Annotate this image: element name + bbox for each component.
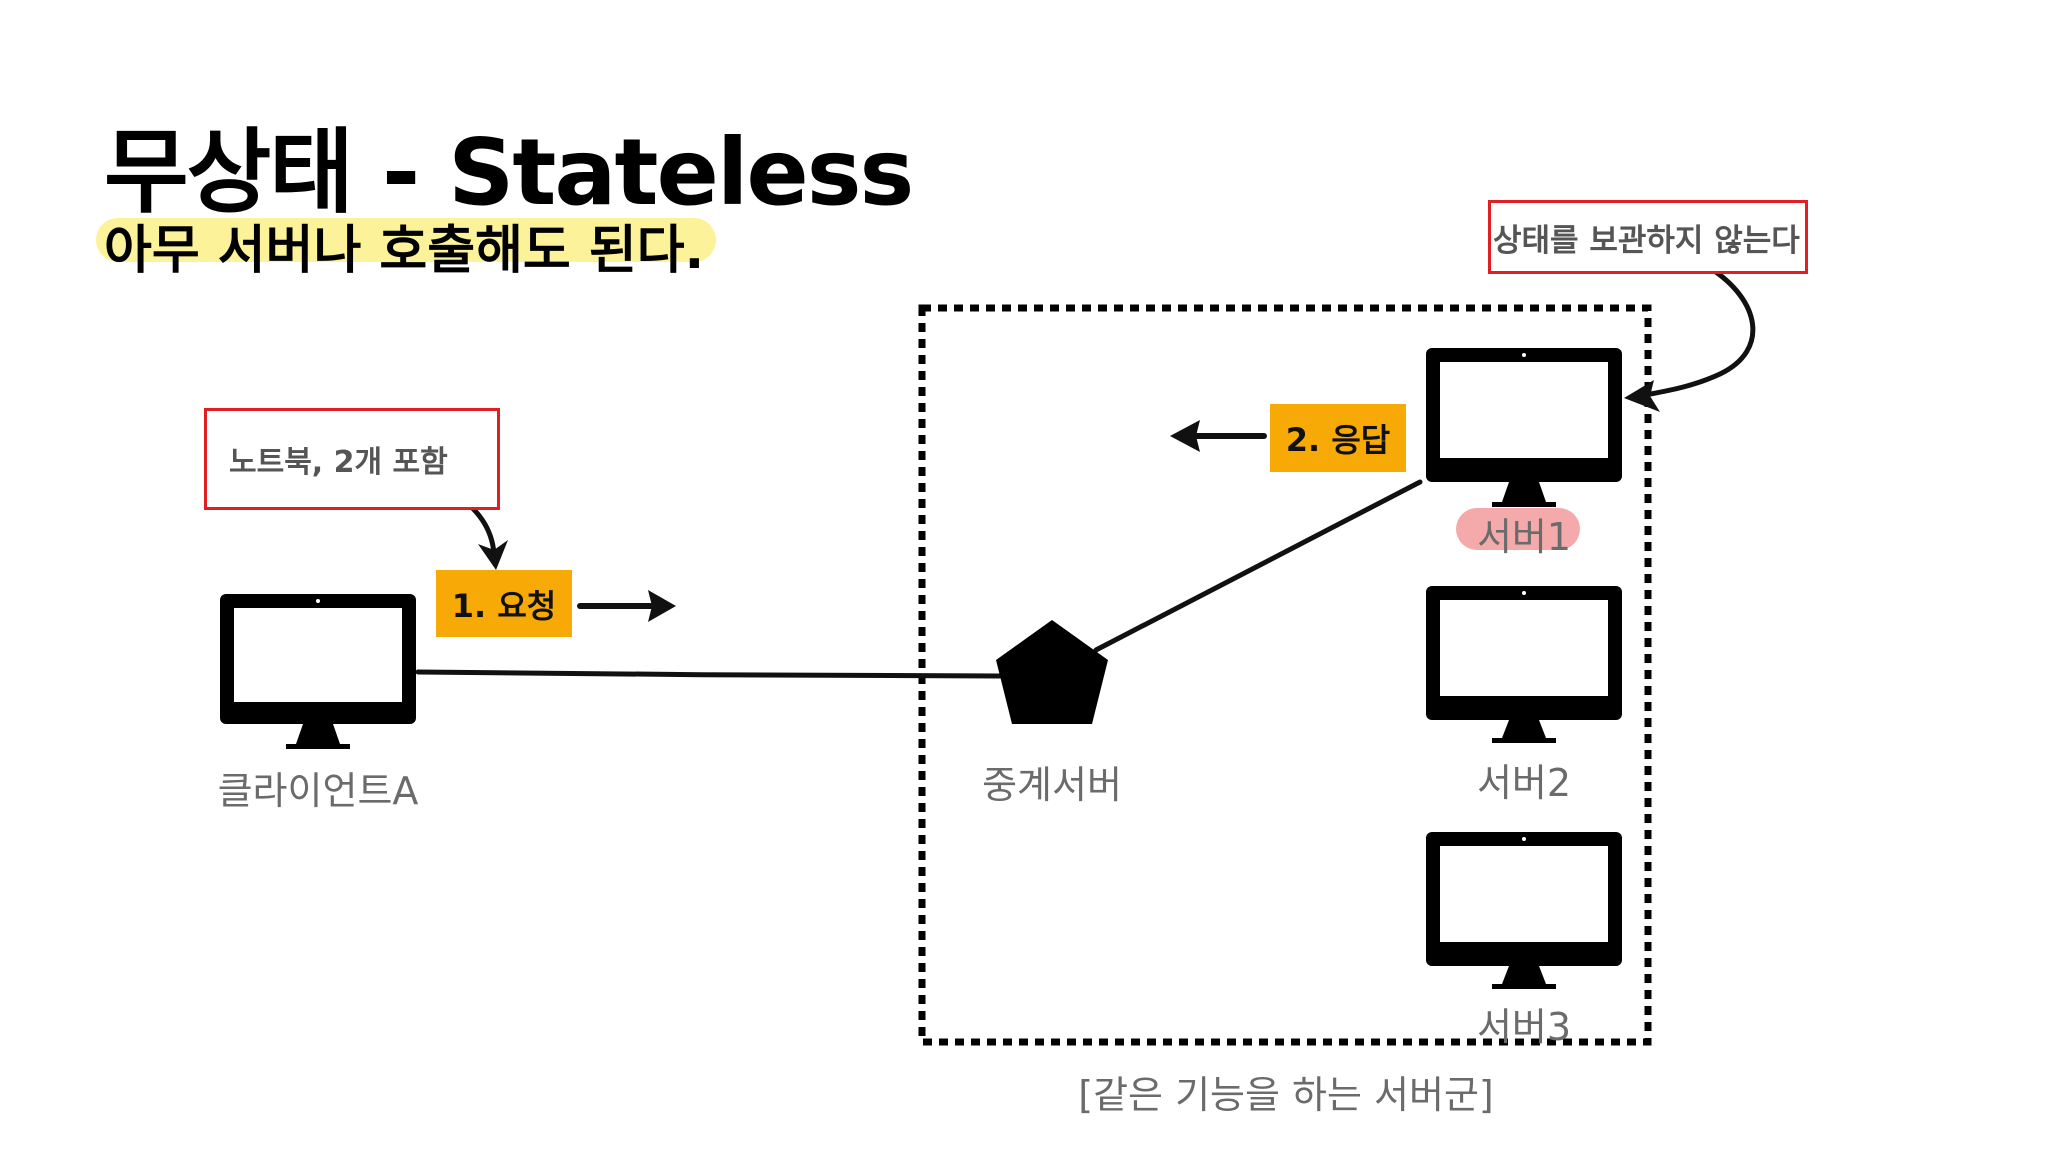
server1-monitor-icon — [1426, 348, 1622, 507]
stateless-note-callout: 상태를 보관하지 않는다 — [1488, 200, 1808, 274]
server1-highlight — [1456, 508, 1580, 550]
client-label: 클라이언트A — [217, 769, 419, 813]
stateless-note-pointer-icon — [1624, 265, 1756, 412]
client-relay-line — [415, 669, 1003, 679]
laptop-note-text: 노트북, 2개 포함 — [229, 445, 448, 480]
server3-monitor-icon — [1426, 832, 1622, 989]
laptop-note-callout: 노트북, 2개 포함 — [204, 408, 500, 510]
server2-monitor-icon — [1426, 586, 1622, 743]
page-subtitle: 아무 서버나 호출해도 된다. — [104, 221, 705, 281]
request-step-badge: 1. 요청 — [436, 570, 572, 637]
subtitle-highlight — [96, 218, 716, 262]
relay-server-icon — [996, 620, 1108, 724]
server3-label: 서버3 — [1476, 1005, 1572, 1049]
response-step-badge: 2. 응답 — [1270, 404, 1406, 472]
stateless-note-text: 상태를 보관하지 않는다 — [1493, 222, 1800, 259]
relay-server-label: 중계서버 — [982, 763, 1122, 807]
client-monitor-icon — [220, 594, 416, 749]
server-group-caption: [같은 기능을 하는 서버군] — [1078, 1073, 1494, 1117]
request-arrow-icon — [577, 590, 676, 622]
page-title: 무상태 - Stateless — [104, 119, 914, 226]
server1-label: 서버1 — [1476, 515, 1572, 559]
server2-label: 서버2 — [1476, 761, 1572, 805]
relay-server1-line — [1093, 479, 1423, 653]
response-arrow-icon — [1170, 420, 1267, 452]
